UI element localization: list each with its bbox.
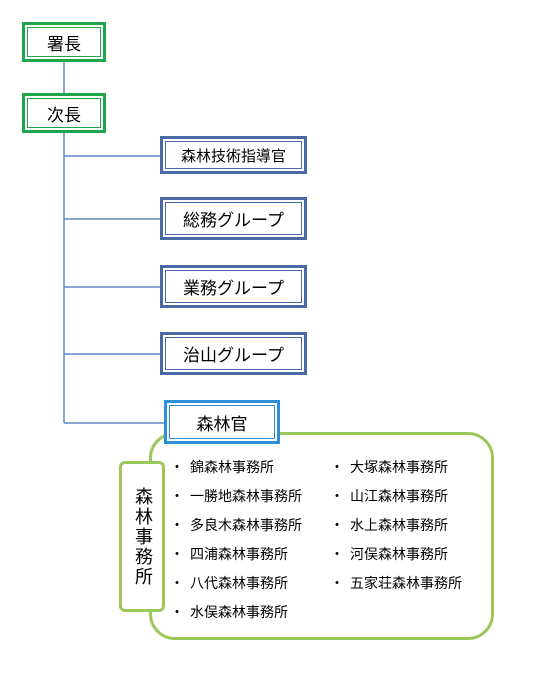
forest-officer-box: 森林官: [164, 400, 280, 444]
deputy-label: 次長: [47, 105, 81, 126]
unit-box-forest-technical-advisor: 森林技術指導官: [160, 136, 307, 174]
list-item: ・山江森林事務所: [330, 489, 448, 505]
list-item: ・水俣森林事務所: [170, 605, 288, 621]
list-item: ・水上森林事務所: [330, 518, 448, 534]
unit-box-general-affairs: 総務グループ: [160, 197, 307, 240]
list-item: ・一勝地森林事務所: [170, 489, 302, 505]
chief-label: 署長: [47, 34, 81, 55]
list-item: ・四浦森林事務所: [170, 547, 288, 563]
forest-officer-label: 森林官: [196, 414, 248, 435]
deputy-box: 次長: [22, 93, 106, 133]
list-item: ・多良木森林事務所: [170, 518, 302, 534]
offices-list-right: ・大塚森林事務所 ・山江森林事務所 ・水上森林事務所 ・河俣森林事務所 ・五家荘…: [330, 458, 462, 603]
unit-box-operations: 業務グループ: [160, 265, 307, 308]
list-item: ・錦森林事務所: [170, 460, 274, 476]
list-item: ・八代森林事務所: [170, 576, 288, 592]
unit-box-erosion-control: 治山グループ: [160, 332, 307, 375]
unit-label: 総務グループ: [183, 211, 284, 231]
offices-list-left: ・錦森林事務所 ・一勝地森林事務所 ・多良木森林事務所 ・四浦森林事務所 ・八代…: [170, 458, 302, 632]
chief-box: 署長: [22, 22, 106, 62]
list-item: ・河俣森林事務所: [330, 547, 448, 563]
list-item: ・五家荘森林事務所: [330, 576, 462, 592]
unit-label: 森林技術指導官: [180, 146, 286, 165]
unit-label: 業務グループ: [183, 279, 284, 299]
unit-label: 治山グループ: [183, 346, 284, 366]
list-item: ・大塚森林事務所: [330, 460, 448, 476]
forest-offices-title: 森林事務所: [119, 461, 165, 612]
